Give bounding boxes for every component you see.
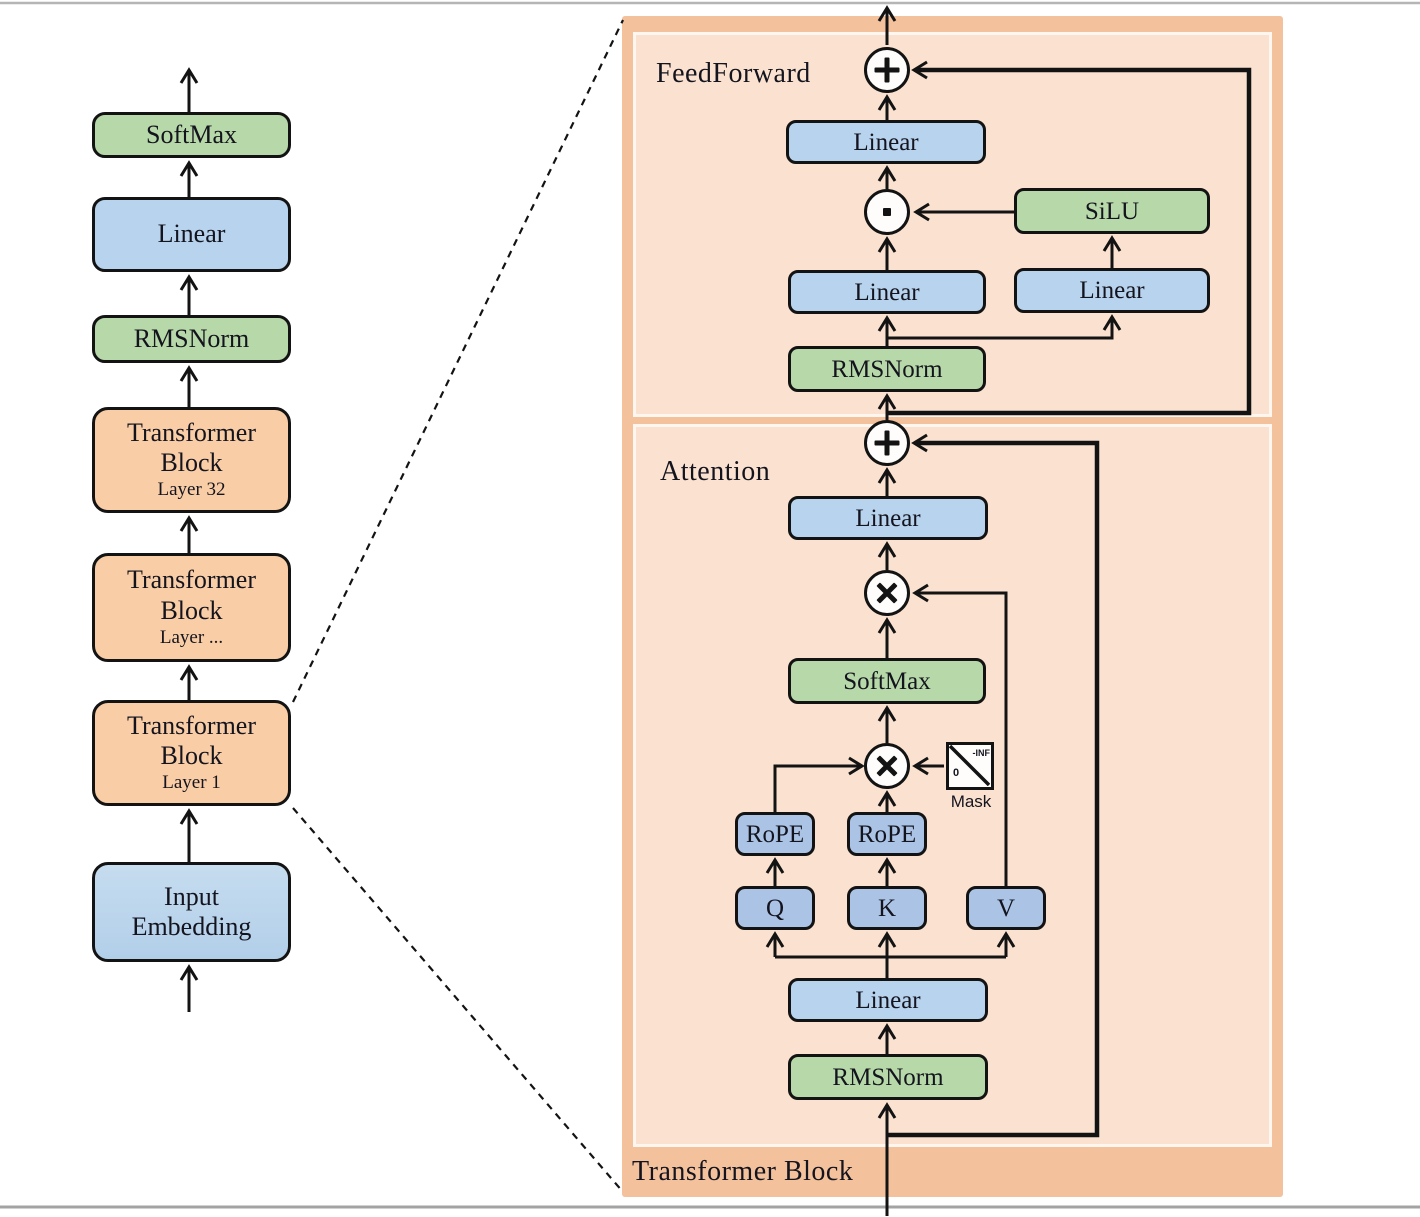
- feedforward-panel-label: FeedForward: [656, 58, 811, 89]
- ff-silu-block: SiLU: [1014, 188, 1210, 234]
- ff-up-linear-block: Linear: [1014, 268, 1210, 313]
- attn-add-node: [864, 420, 910, 466]
- dot-icon: [883, 208, 891, 216]
- input-embedding-label: Input Embedding: [131, 881, 252, 941]
- ff-output-linear-label: Linear: [853, 128, 919, 156]
- transformer-block-layer32-label: Transformer Block: [126, 417, 257, 478]
- transformer-block-layer-dots-label: Transformer Block: [126, 565, 257, 625]
- transformer-block-layer1-label: Transformer Block: [126, 710, 257, 771]
- attn-output-linear-label: Linear: [855, 504, 921, 532]
- ff-up-linear-label: Linear: [1079, 277, 1145, 304]
- left-rmsnorm-block: RMSNorm: [92, 315, 291, 363]
- attn-rmsnorm-block: RMSNorm: [788, 1054, 988, 1100]
- left-linear-label: Linear: [157, 219, 226, 249]
- ff-silu-label: SiLU: [1084, 197, 1140, 225]
- mask-caption: Mask: [950, 792, 992, 811]
- q-label: Q: [765, 894, 785, 922]
- attn-output-linear-block: Linear: [788, 496, 988, 540]
- q-block: Q: [735, 886, 815, 930]
- left-rmsnorm-label: RMSNorm: [133, 323, 250, 353]
- ff-gate-linear-label: Linear: [854, 278, 920, 306]
- mask-diagonal-icon: [949, 745, 990, 786]
- ff-rmsnorm-block: RMSNorm: [788, 346, 986, 392]
- attn-value-matmul-node: [864, 570, 910, 616]
- rope-q-label: RoPE: [745, 820, 805, 848]
- v-block: V: [966, 886, 1046, 930]
- attention-panel-label: Attention: [660, 456, 771, 487]
- mask-neg-inf-value: -INF: [972, 748, 991, 758]
- transformer-block-layer32: Transformer Block Layer 32: [92, 407, 291, 513]
- rope-k-block: RoPE: [847, 812, 927, 856]
- rope-k-label: RoPE: [857, 820, 917, 848]
- k-label: K: [877, 894, 897, 922]
- transformer-block-layer32-sublabel: Layer 32: [157, 479, 226, 501]
- attn-qk-matmul-node: [864, 743, 910, 789]
- transformer-block-layer1-sublabel: Layer 1: [162, 772, 221, 794]
- zoom-guide-lines: [292, 19, 624, 1193]
- ff-rmsnorm-label: RMSNorm: [831, 355, 943, 383]
- transformer-block-panel-label: Transformer Block: [632, 1156, 854, 1187]
- ff-output-linear-block: Linear: [786, 120, 986, 164]
- plus-icon: [884, 430, 890, 456]
- mask-zero-value: 0: [953, 767, 960, 779]
- left-softmax-label: SoftMax: [146, 119, 237, 149]
- transformer-block-layer1: Transformer Block Layer 1: [92, 700, 291, 806]
- transformer-block-layer-dots-sublabel: Layer ...: [159, 626, 224, 648]
- transformer-block-layer-dots: Transformer Block Layer ...: [92, 553, 291, 662]
- ff-gate-linear-block: Linear: [788, 270, 986, 314]
- k-block: K: [847, 886, 927, 930]
- input-embedding-block: Input Embedding: [92, 862, 291, 962]
- attn-input-linear-block: Linear: [788, 978, 988, 1022]
- left-linear-block: Linear: [92, 197, 291, 272]
- feedforward-connectors: [877, 5, 1252, 420]
- ff-add-node: [864, 47, 910, 93]
- plus-icon: [884, 57, 890, 83]
- left-softmax-block: SoftMax: [92, 112, 291, 158]
- attn-rmsnorm-label: RMSNorm: [832, 1063, 944, 1091]
- attn-softmax-block: SoftMax: [788, 658, 986, 704]
- mask-box: -INF 0: [946, 742, 994, 790]
- attn-input-linear-label: Linear: [855, 986, 921, 1014]
- attn-softmax-label: SoftMax: [843, 667, 931, 695]
- ff-elementwise-multiply-node: [864, 189, 910, 235]
- attention-connectors: [765, 433, 1100, 1216]
- rope-q-block: RoPE: [735, 812, 815, 856]
- v-label: V: [996, 894, 1016, 922]
